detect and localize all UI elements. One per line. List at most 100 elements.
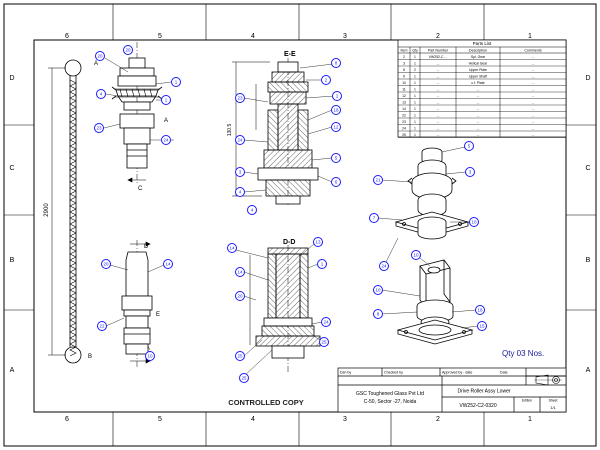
balloon [239,373,249,383]
balloon-number: 14 [165,262,171,267]
balloon [331,58,341,68]
balloon-number: 8 [377,312,380,317]
balloon [235,93,245,103]
parts-list-cell: ... [437,107,440,111]
balloon [235,187,245,197]
balloon [373,175,383,185]
balloon-number: 14 [229,246,235,251]
zone-col-top: 5 [158,33,162,40]
balloon-number: 6 [335,180,338,185]
balloon-number: 10 [471,220,477,225]
title-block-date-label: Date [500,371,508,375]
balloon [163,259,173,269]
parts-list-cell: ... [532,61,535,65]
balloon-number: 3 [239,170,242,175]
zone-row-right: B [586,257,591,264]
parts-list-cell: ... [437,94,440,98]
parts-list-cell: Spl. Gear [471,55,486,59]
title-block [337,367,567,413]
balloon [475,305,485,315]
zone-col-bottom: 5 [158,416,162,423]
balloon-number: 1 [336,94,339,99]
projection-symbol-icon [534,374,562,386]
section-dd-view [249,245,321,372]
parts-list-cell: 1 [414,113,416,117]
parts-list-cell: ... [477,126,480,130]
balloon [469,217,479,227]
zone-row-right: D [585,75,590,82]
balloon [465,167,475,177]
parts-list-cell: ... [477,107,480,111]
parts-list-cell: c.f. Plate [471,81,484,85]
parts-list-cell: ... [437,68,440,72]
company-address: C-50, Sector -27, Noida [364,399,417,405]
zone-col-top: 6 [65,33,69,40]
parts-list-cell: 1 [414,94,416,98]
balloon-number: 21 [375,178,381,183]
zone-row-left: D [9,75,14,82]
parts-list-cell: 1 [414,74,416,78]
parts-list-cell: VW252-C ... [429,55,448,59]
title-block-checked-by-label: Checked by [384,371,403,375]
balloon-number: 20 [97,54,103,59]
balloon [477,321,487,331]
balloons: 20 20 1 4 23 1 24 8 2 1 18 12 5 6 23 24 … [94,45,487,383]
parts-list-cell: ... [532,94,535,98]
parts-list-cell: 2 [403,55,405,59]
balloon [171,77,181,87]
parts-list-cell: ... [477,87,480,91]
balloon [247,205,257,215]
balloon [331,153,341,163]
parts-list-cell: Upper Plate [469,68,487,72]
iso-upper-assembly [394,147,470,240]
balloon [235,135,245,145]
parts-list-cell: 9 [403,74,405,78]
balloon-number: 25 [321,340,327,345]
parts-list-cell: ... [532,107,535,111]
parts-list-cell: ... [437,87,440,91]
view-label-a-left: A [94,61,98,67]
balloon-number: 12 [333,125,339,130]
section-ee-view [232,58,319,205]
view-label-a-exploded: A [164,118,168,124]
parts-list-cell: 1 [414,100,416,104]
parts-list-table: Parts List Item Qty Part Number Descript… [397,39,567,138]
parts-list-cell: ... [532,100,535,104]
parts-list-cell: 22 [402,113,406,117]
balloon-number: 25 [237,354,243,359]
balloon-number: 1 [165,98,168,103]
parts-list-cell: 1 [414,61,416,65]
balloon-number: 23 [237,96,243,101]
view-label-b-left: B [88,354,92,360]
balloon [321,75,331,85]
inner-frame [33,39,567,413]
parts-list-header: Qty [412,49,418,53]
section-ee-label: E-E [284,51,296,58]
balloon-number: 4 [239,190,242,195]
edition-label: Edition [522,399,532,403]
exploded-assembly-top-left [111,42,163,185]
balloon-number: 24 [237,138,243,143]
balloon [161,95,171,105]
balloon-number: 7 [373,216,376,221]
parts-list-cell: 23 [402,120,406,124]
long-shaft-view [48,59,82,364]
section-arrow-c [127,177,146,183]
zone-col-bottom: 2 [436,416,440,423]
balloon [97,321,107,331]
parts-list-cell: Upper Shaft [469,74,487,78]
balloon [94,123,104,133]
parts-list-header: Item [401,49,408,53]
parts-list-cell: ... [437,100,440,104]
quantity-note: Qty 03 Nos. [502,349,544,358]
parts-list-cell: 1 [414,81,416,85]
balloon-number: 14 [237,270,243,275]
parts-list-cell: 1 [414,133,416,137]
balloon-number: 23 [96,126,102,131]
parts-list-cell: 1 [414,126,416,130]
drawing-number: VW252-C2-0320 [459,403,496,409]
balloon-number: 25 [241,376,247,381]
outer-frame [3,3,597,447]
zone-labels-right: D C B A [585,75,590,374]
